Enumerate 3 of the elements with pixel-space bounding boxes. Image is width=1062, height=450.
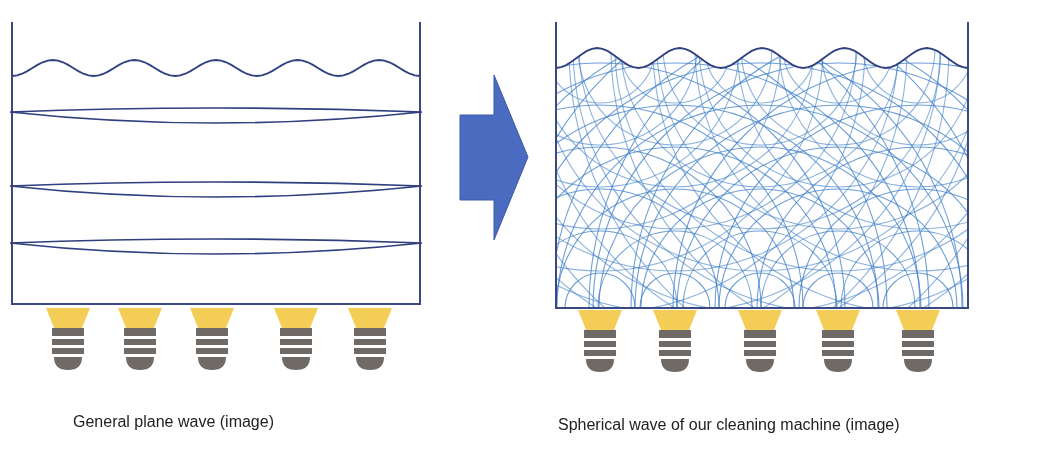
image-caption: General plane wave (image) xyxy=(73,413,274,431)
image-caption: Spherical wave of our cleaning machine (image) xyxy=(558,416,900,434)
block-arrow xyxy=(459,74,529,241)
